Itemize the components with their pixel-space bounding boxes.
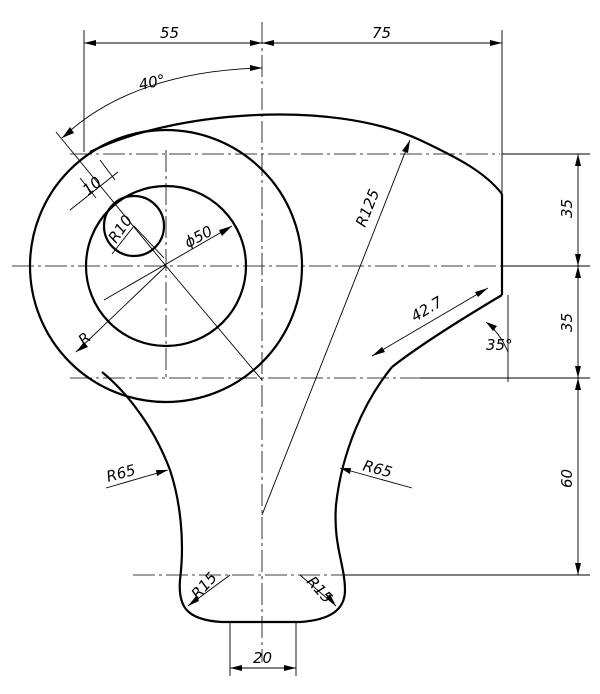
dia50-label: ϕ50 <box>181 222 215 252</box>
angle-35-label: 35° <box>486 336 513 354</box>
dim-20-label: 20 <box>253 649 272 667</box>
dim-35-upper-label: 35 <box>558 199 576 218</box>
part-outline <box>28 113 504 624</box>
angle-40-dimension <box>55 65 263 267</box>
r125-leader <box>261 139 411 516</box>
r15-right-leader <box>299 574 337 607</box>
dim-60-label: 60 <box>558 469 576 488</box>
dim-35-lower-label: 35 <box>558 313 576 332</box>
r15-left-leader <box>187 574 231 607</box>
r-plain-label: R <box>75 329 95 349</box>
dim-42-7 <box>371 287 489 357</box>
r65-right-label: R65 <box>361 456 394 481</box>
r65-left-label: R65 <box>104 461 137 486</box>
angle-35-dimension <box>485 295 509 382</box>
r65-right-leader <box>339 467 413 489</box>
dim-10-label: 10 <box>79 173 105 199</box>
dim-55-label: 55 <box>160 24 179 42</box>
dim-right-vertical <box>345 153 590 576</box>
dim-42-7-label: 42.7 <box>408 293 446 326</box>
dim-75-label: 75 <box>372 24 391 42</box>
r10-leader <box>111 225 165 259</box>
dim-20 <box>229 622 297 676</box>
r65-left-leader <box>105 469 169 489</box>
angle-40-label: 40° <box>137 71 167 94</box>
dia50-leader <box>103 225 233 301</box>
r-plain-leader <box>75 265 263 381</box>
dim-top-horizontal <box>83 30 503 194</box>
r125-label: R125 <box>352 187 383 230</box>
r15-left-label: R15 <box>188 569 221 603</box>
dim-10 <box>69 159 119 211</box>
